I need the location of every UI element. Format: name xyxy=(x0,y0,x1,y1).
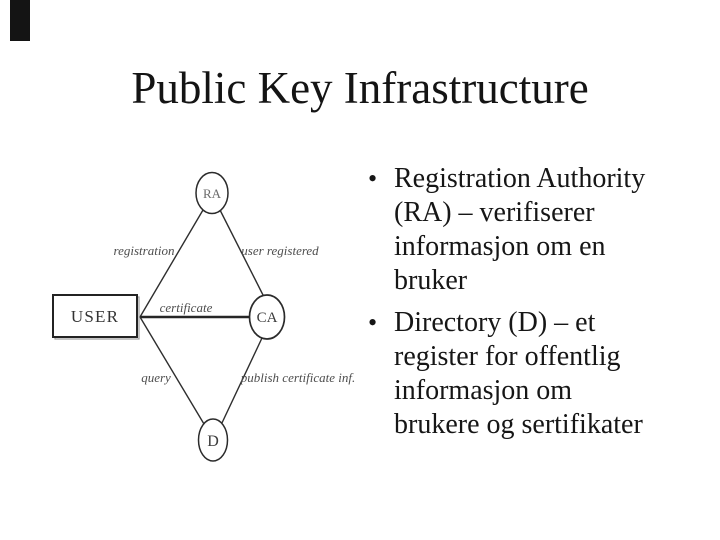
bullet-line: (RA) – verifiserer xyxy=(394,197,595,228)
edge-user-ra xyxy=(139,209,204,318)
edge-user-d xyxy=(139,316,205,425)
pki-diagram-svg: USER RA CA D registration user registere… xyxy=(52,171,355,462)
edge-ra-ca xyxy=(219,209,265,298)
edge-label-publish: publish certificate inf. xyxy=(240,370,355,385)
bullet-text: Registration Authority (RA) – verifisere… xyxy=(394,162,668,298)
bullet-item-registration-authority: • Registration Authority (RA) – verifise… xyxy=(368,162,668,298)
edge-label-query: query xyxy=(141,370,171,385)
bullet-line: informasjon om en xyxy=(394,231,606,262)
bullet-line: Directory (D) – et xyxy=(394,307,596,338)
ca-node xyxy=(248,294,286,340)
bullet-line: bruker xyxy=(394,265,468,296)
bullet-list: • Registration Authority (RA) – verifise… xyxy=(368,162,668,442)
edge-label-user-registered: user registered xyxy=(241,243,319,258)
edge-ca-d xyxy=(220,337,263,426)
bullet-marker-icon: • xyxy=(368,164,378,193)
bullet-marker-icon: • xyxy=(368,308,378,337)
ca-node-label: CA xyxy=(257,310,278,326)
slide-title: Public Key Infrastructure xyxy=(131,63,589,113)
pki-diagram: USER RA CA D registration user registere… xyxy=(40,160,360,472)
bullet-line: informasjon om xyxy=(394,375,573,406)
bullet-line: brukere og sertifikater xyxy=(394,409,643,440)
edge-label-certificate: certificate xyxy=(160,300,213,315)
ra-node-label: RA xyxy=(203,186,222,201)
d-node-label: D xyxy=(207,433,219,450)
edge-label-registration: registration xyxy=(114,243,175,258)
d-node xyxy=(197,418,229,462)
ra-node xyxy=(195,171,229,215)
slide-corner-mark xyxy=(10,0,30,41)
user-node-label: USER xyxy=(71,307,119,326)
bullet-line: Registration Authority xyxy=(394,163,646,194)
bullet-item-directory: • Directory (D) – et register for offent… xyxy=(368,306,668,442)
bullet-line: register for offentlig xyxy=(394,341,621,372)
bullet-text: Directory (D) – et register for offentli… xyxy=(394,306,668,442)
user-box xyxy=(52,294,138,338)
